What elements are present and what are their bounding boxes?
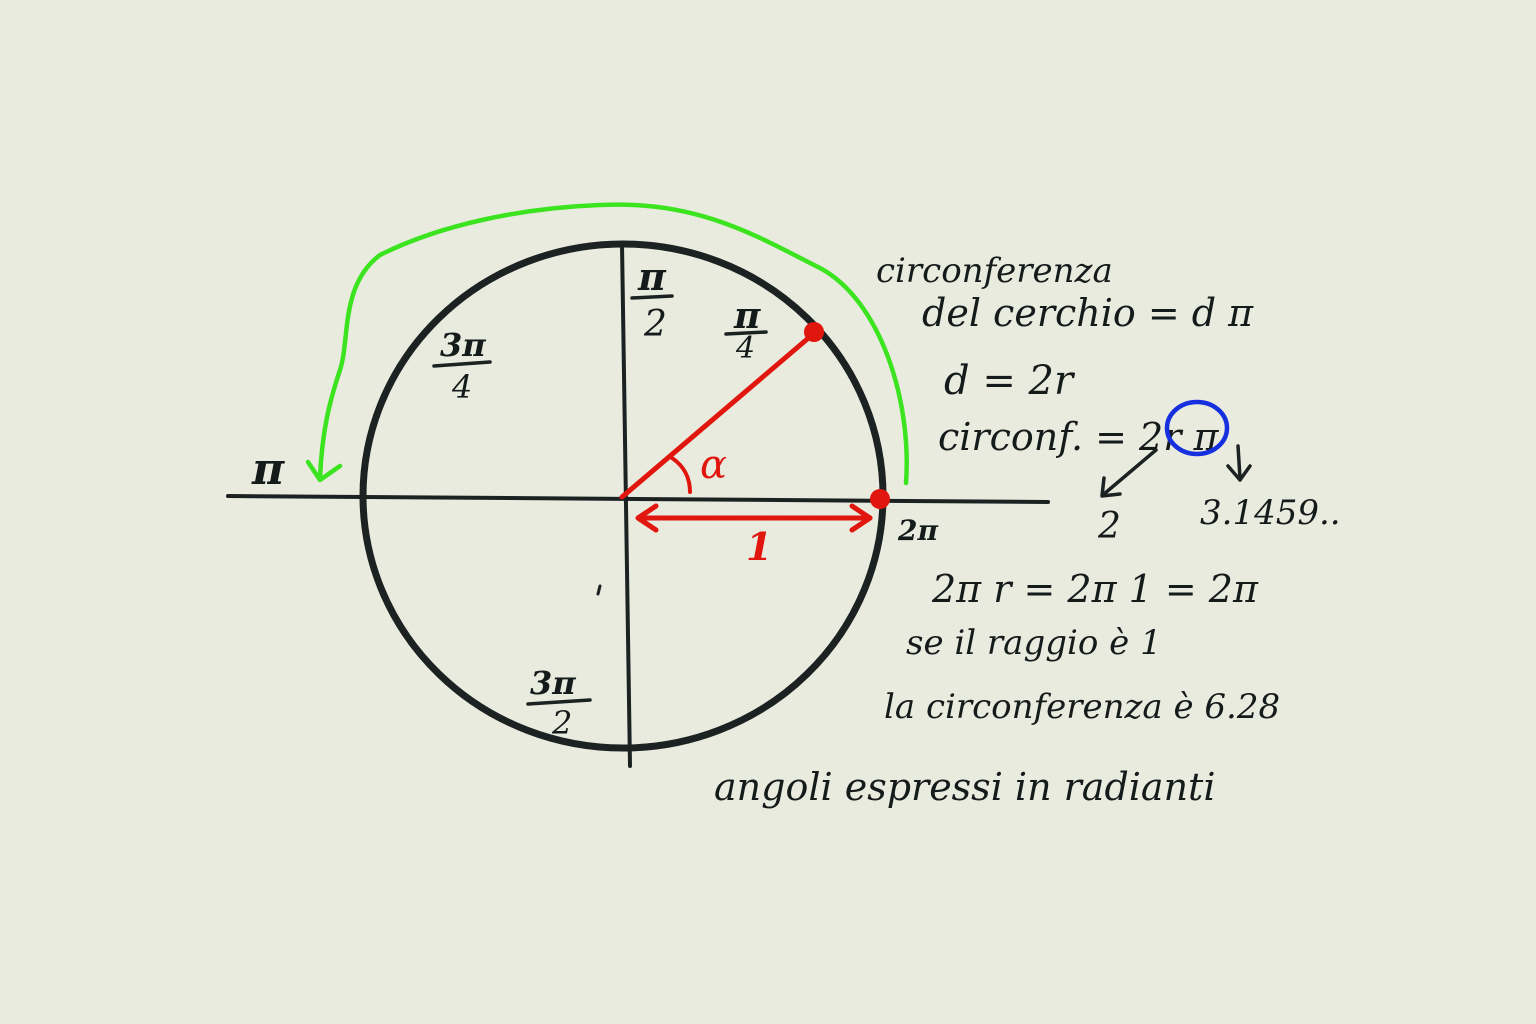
alpha-label: α — [700, 442, 727, 488]
radius-line-pi-over-4 — [619, 332, 815, 500]
arrow-to-two-head — [1100, 476, 1122, 498]
radius-measure-right-head — [849, 503, 873, 533]
label-3pi-over-2-num: 3π — [530, 664, 576, 702]
label-3pi-over-2-den: 2 — [551, 704, 572, 742]
note-line-6: se il raggio è 1 — [906, 623, 1162, 663]
label-pi-over-2-den: 2 — [643, 304, 667, 345]
label-pi-over-2-num: π — [637, 254, 667, 299]
label-pi: π — [251, 444, 285, 495]
green-arc-arrow — [317, 202, 909, 486]
label-3pi-over-4-bar — [432, 360, 492, 368]
label-pi-over-4-num: π — [733, 295, 761, 337]
arrow-to-two — [1102, 448, 1158, 496]
note-line-7: la circonferenza è 6.28 — [884, 687, 1280, 727]
angle-arc-alpha — [670, 456, 692, 494]
note-line-8: angoli espressi in radianti — [714, 765, 1215, 809]
vertical-axis — [620, 242, 632, 768]
label-pi-over-4-den: 4 — [735, 331, 755, 366]
point-zero — [870, 489, 890, 509]
note-arrow-right-value: 3.1459.. — [1200, 493, 1341, 533]
note-arrow-left-value: 2 — [1097, 506, 1121, 547]
radius-value-label: 1 — [746, 524, 772, 569]
label-pi-over-4-bar — [724, 330, 768, 336]
point-pi-over-4 — [804, 322, 824, 342]
note-line-4: circonf. = 2r π — [938, 415, 1219, 459]
highlight-circle-r — [1164, 399, 1230, 457]
green-arrowhead — [305, 459, 343, 483]
label-3pi-over-4-num: 3π — [440, 326, 486, 364]
radius-measure-left-head — [635, 503, 659, 533]
note-line-3: d = 2r — [944, 358, 1076, 404]
label-pi-over-2-bar — [630, 294, 674, 300]
note-line-5: 2π r = 2π 1 = 2π — [931, 567, 1259, 611]
label-3pi-over-4-den: 4 — [451, 368, 472, 406]
label-two-pi: 2π — [897, 514, 938, 547]
note-line-1: circonferenza — [876, 251, 1113, 291]
label-3pi-over-2-bar — [526, 698, 592, 706]
arrow-to-pi-value — [1236, 444, 1242, 480]
note-line-2: del cerchio = d π — [922, 291, 1254, 335]
ink-tick — [596, 584, 602, 596]
arrow-to-pi-value-head — [1226, 464, 1252, 482]
